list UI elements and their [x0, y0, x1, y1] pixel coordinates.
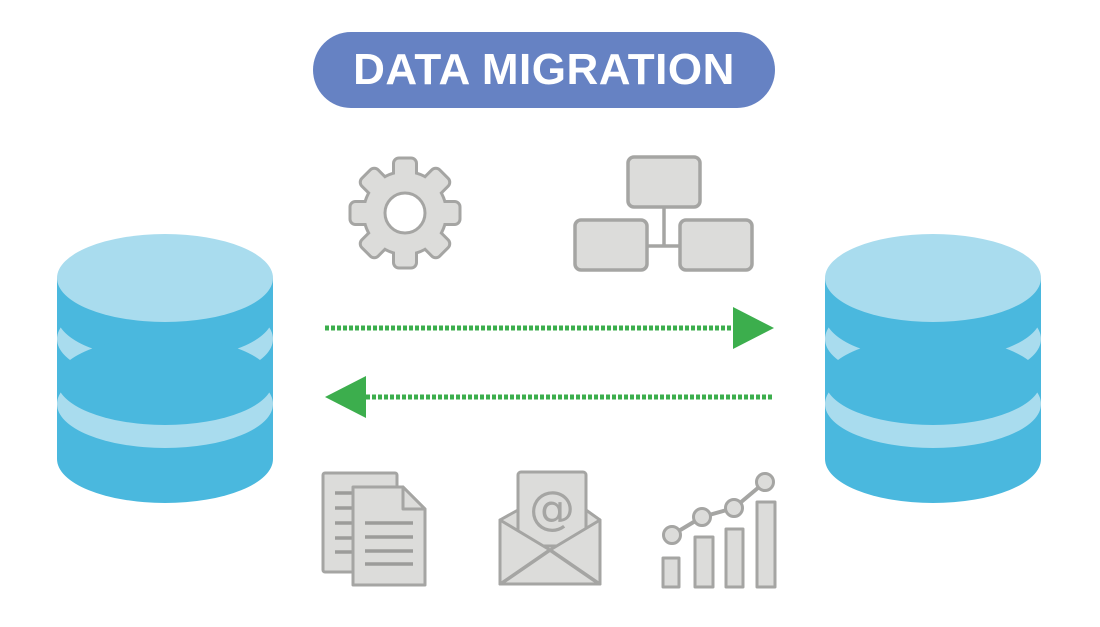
- arrow-left-icon: [325, 376, 774, 418]
- title-badge: DATA MIGRATION: [313, 32, 775, 108]
- envelope-letter: [516, 470, 588, 548]
- flowchart-node-top: [626, 155, 702, 209]
- gear-hole: [383, 191, 427, 235]
- target-database-icon: [825, 234, 1041, 503]
- documents-icon: [321, 471, 427, 587]
- database-cylinder: [825, 234, 1041, 503]
- email-icon: @: [498, 470, 602, 586]
- source-database-icon: [57, 234, 273, 503]
- gear-icon: [348, 156, 462, 270]
- arrow-right-icon: [325, 307, 774, 349]
- flowchart-icon: [573, 155, 754, 272]
- chart-bars: [661, 500, 777, 589]
- flowchart-node-left: [573, 218, 649, 272]
- document-front-lines: [365, 521, 413, 566]
- database-cylinder: [57, 234, 273, 503]
- at-symbol: @: [529, 481, 575, 535]
- chart-trend-points: [662, 472, 775, 545]
- bar-chart-icon: [661, 472, 777, 589]
- flowchart-connector: [648, 207, 680, 248]
- envelope-fold-lines: [501, 548, 599, 585]
- title-text: DATA MIGRATION: [353, 45, 735, 94]
- arrow-right-head: [733, 307, 774, 349]
- arrow-left-head: [325, 376, 366, 418]
- chart-trend-line: [670, 480, 767, 537]
- flowchart-node-right: [678, 218, 754, 272]
- document-folded-corner: [401, 485, 427, 511]
